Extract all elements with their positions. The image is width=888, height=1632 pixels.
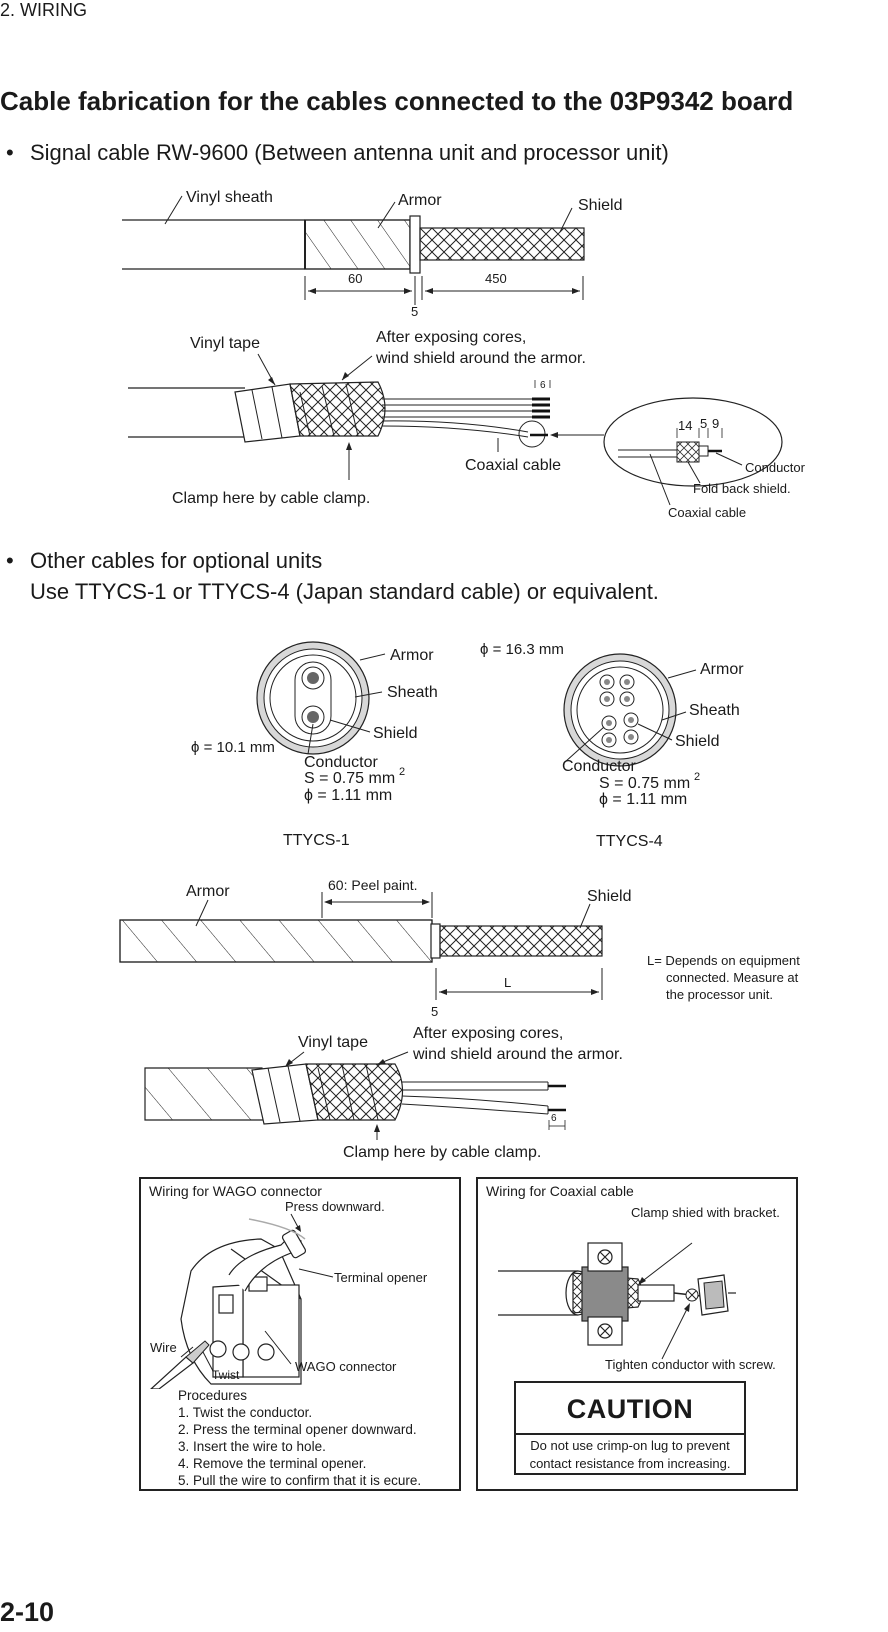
procedure-step: 2. Press the terminal opener downward. bbox=[178, 1422, 417, 1437]
label-conductor: Conductor bbox=[745, 460, 806, 475]
bullet-mark: • bbox=[6, 140, 14, 165]
optional-assembled-cable bbox=[144, 1063, 566, 1125]
label-fold-back: Fold back shield. bbox=[693, 481, 791, 496]
coax-box-title: Wiring for Coaxial cable bbox=[486, 1183, 634, 1199]
label-vinyl-tape: Vinyl tape bbox=[190, 335, 260, 352]
label-vinyl-sheath: Vinyl sheath bbox=[186, 189, 273, 206]
ttycs4-label-armor: Armor bbox=[700, 661, 744, 678]
ttycs4-label-sheath: Sheath bbox=[689, 702, 740, 719]
wago-label-opener: Terminal opener bbox=[334, 1270, 428, 1285]
ttycs1-name: TTYCS-1 bbox=[283, 832, 350, 849]
wago-label-press: Press downward. bbox=[285, 1199, 385, 1214]
detail-dim-5: 5 bbox=[700, 416, 707, 431]
bullet-signal-cable: • Signal cable RW-9600 (Between antenna … bbox=[6, 140, 866, 168]
bullet-text-line1: Other cables for optional units bbox=[30, 548, 323, 573]
wire-drawing bbox=[150, 1340, 210, 1389]
coax-label-tighten: Tighten conductor with screw. bbox=[605, 1357, 776, 1372]
ttycs1-label-conductor: Conductor bbox=[304, 754, 378, 771]
ttycs4-diameter: ϕ = 16.3 mm bbox=[480, 641, 564, 658]
bullet-other-cables: • Other cables for optional units Use TT… bbox=[6, 548, 866, 608]
detail-dim-14: 14 bbox=[678, 418, 692, 433]
opt-label-clamp: Clamp here by cable clamp. bbox=[343, 1144, 541, 1161]
signal-cable-figure: Vinyl sheath Armor Shield 60 450 5 bbox=[122, 189, 806, 520]
coax-cable-drawing bbox=[498, 1242, 736, 1346]
opt-note-line2: connected. Measure at bbox=[666, 970, 799, 985]
wago-label-wire: Wire bbox=[150, 1340, 177, 1355]
label-armor: Armor bbox=[398, 192, 442, 209]
bullet-mark-2: • bbox=[6, 548, 14, 573]
label-coaxial-cable: Coaxial cable bbox=[465, 457, 561, 474]
caution-message: Do not use crimp-on lug to prevent conta… bbox=[516, 1437, 744, 1473]
dim-6: 6 bbox=[540, 380, 546, 391]
opt-label-after-2: wind shield around the armor. bbox=[412, 1046, 623, 1063]
opt-label-shield: Shield bbox=[587, 888, 631, 905]
ttycs1-label-sheath: Sheath bbox=[387, 684, 438, 701]
coaxial-detail bbox=[603, 397, 783, 487]
label-after-exposing-1: After exposing cores, bbox=[376, 329, 526, 346]
dim-450: 450 bbox=[485, 271, 507, 286]
ttycs4-label-conductor: Conductor bbox=[562, 758, 636, 775]
assembled-cable-drawing bbox=[128, 381, 550, 448]
procedure-step: 4. Remove the terminal opener. bbox=[178, 1456, 367, 1471]
bullet-text-line2: Use TTYCS-1 or TTYCS-4 (Japan standard c… bbox=[30, 579, 659, 604]
dim-60: 60 bbox=[348, 271, 362, 286]
wago-illustration bbox=[150, 1213, 334, 1389]
ttycs4-conductor-diameter: ϕ = 1.11 mm bbox=[599, 791, 687, 808]
ttycs1-area: S = 0.75 mm bbox=[304, 770, 395, 787]
ttycs1-area-sup: 2 bbox=[399, 766, 405, 778]
label-shield: Shield bbox=[578, 197, 622, 214]
stripped-cable-drawing bbox=[122, 215, 585, 274]
opt-label-peel: 60: Peel paint. bbox=[328, 877, 418, 893]
optional-cable-figure: Armor 60: Peel paint. Shield L 5 L= Depe… bbox=[119, 877, 800, 1161]
ttycs4-label-shield: Shield bbox=[675, 733, 719, 750]
page-number: 2-10 bbox=[0, 1597, 55, 1627]
procedure-step: 5. Pull the wire to confirm that it is e… bbox=[178, 1473, 422, 1488]
ttycs4-cross-section bbox=[563, 653, 677, 767]
coax-illustration bbox=[498, 1242, 736, 1360]
optional-stripped-cable bbox=[119, 919, 603, 963]
opt-note-line1: L= Depends on equipment bbox=[647, 953, 800, 968]
opt-label-armor: Armor bbox=[186, 883, 230, 900]
ttycs4-area: S = 0.75 mm bbox=[599, 775, 690, 792]
page-title: Cable fabrication for the cables connect… bbox=[0, 86, 794, 116]
wago-connector-box: Wiring for WAGO connector Press downward… bbox=[139, 1177, 461, 1491]
ttycs1-conductor-diameter: ϕ = 1.11 mm bbox=[304, 787, 392, 804]
coaxial-wiring-box: Wiring for Coaxial cable bbox=[476, 1177, 798, 1491]
ttycs4-area-sup: 2 bbox=[694, 771, 700, 783]
opt-dim-5: 5 bbox=[431, 1004, 438, 1019]
caution-box: CAUTION Do not use crimp-on lug to preve… bbox=[514, 1381, 746, 1475]
opt-label-vinyl-tape: Vinyl tape bbox=[298, 1034, 368, 1051]
ttycs1-label-shield: Shield bbox=[373, 725, 417, 742]
coax-label-clamp: Clamp shied with bracket. bbox=[631, 1205, 780, 1220]
opt-dim-L: L bbox=[504, 975, 511, 990]
caution-line2: contact resistance from increasing. bbox=[529, 1456, 731, 1471]
bullet-text: Signal cable RW-9600 (Between antenna un… bbox=[30, 140, 669, 165]
label-after-exposing-2: wind shield around the armor. bbox=[375, 350, 586, 367]
procedure-step: 1. Twist the conductor. bbox=[178, 1405, 313, 1420]
wago-label-connector: WAGO connector bbox=[295, 1359, 397, 1374]
detail-dim-9: 9 bbox=[712, 416, 719, 431]
wago-box-title: Wiring for WAGO connector bbox=[149, 1183, 322, 1199]
dim-5: 5 bbox=[411, 304, 418, 319]
chapter-header: 2. WIRING bbox=[0, 0, 88, 20]
ttycs1-cross-section bbox=[256, 641, 370, 755]
label-clamp: Clamp here by cable clamp. bbox=[172, 490, 370, 507]
opt-label-after-1: After exposing cores, bbox=[413, 1025, 563, 1042]
cross-section-figure: Armor Sheath Shield ϕ = 10.1 mm Conducto… bbox=[191, 641, 744, 850]
label-coaxial-cable-detail: Coaxial cable bbox=[668, 505, 746, 520]
caution-line1: Do not use crimp-on lug to prevent bbox=[530, 1438, 730, 1453]
wago-label-twist: Twist bbox=[212, 1368, 240, 1382]
ttycs1-label-armor: Armor bbox=[390, 647, 434, 664]
procedures-title: Procedures bbox=[178, 1388, 248, 1403]
opt-note-line3: the processor unit. bbox=[666, 987, 773, 1002]
wago-procedures: Procedures 1. Twist the conductor. 2. Pr… bbox=[178, 1387, 421, 1489]
dimension-lines bbox=[304, 276, 584, 305]
wago-connector-drawing bbox=[180, 1218, 307, 1385]
ttycs4-name: TTYCS-4 bbox=[596, 833, 663, 850]
opt-dim-6: 6 bbox=[551, 1113, 557, 1124]
ttycs1-diameter: ϕ = 10.1 mm bbox=[191, 739, 275, 756]
caution-heading: CAUTION bbox=[516, 1383, 744, 1435]
procedure-step: 3. Insert the wire to hole. bbox=[178, 1439, 326, 1454]
